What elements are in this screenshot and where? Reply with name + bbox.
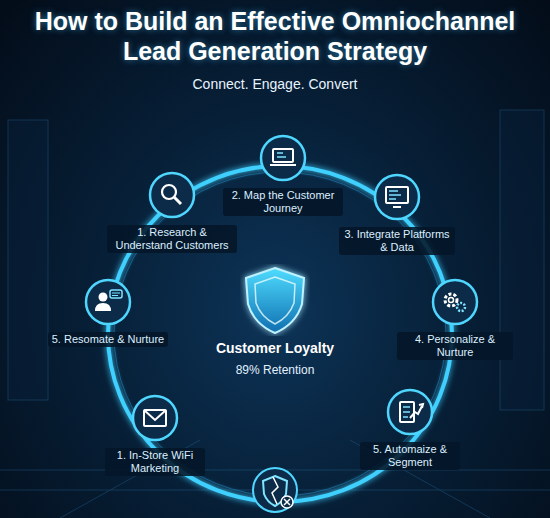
step-node: 4. Personalize & Nurture — [397, 278, 513, 360]
center-title: Customer Loyalty — [190, 340, 360, 357]
shield-icon — [240, 264, 310, 336]
step-icon — [84, 278, 132, 326]
step-label: 1. Research & Understand Customers — [107, 225, 237, 253]
step-node: 1. Research & Understand Customers — [107, 171, 237, 253]
diagram-title: How to Build an Effective Omniochannel L… — [5, 6, 545, 66]
step-icon — [259, 134, 307, 182]
subtitle: Connect. Engage. Convert — [0, 76, 550, 92]
center-stat: 89% Retention — [190, 363, 360, 378]
step-label: 4. Personalize & Nurture — [397, 332, 513, 360]
step-label: 5. Resomate & Nurture — [48, 332, 169, 347]
step-icon — [386, 388, 434, 436]
step-node: 3. Integrate Platforms & Data — [339, 173, 455, 255]
step-node: 2. Map the Customer Journey — [223, 134, 343, 216]
step-icon — [373, 173, 421, 221]
step-icon — [148, 171, 196, 219]
step-icon — [431, 278, 479, 326]
step-icon — [131, 394, 179, 442]
step-node: 5. Automaize & Segment — [360, 388, 460, 470]
step-node: 1. In-Store WiFi Marketing — [105, 394, 205, 476]
center-node: Customer Loyalty 89% Retention — [190, 264, 360, 378]
step-node: 5. Resomate & Nurture — [46, 278, 170, 347]
step-label: 2. Map the Customer Journey — [223, 188, 343, 216]
step-label: 3. Integrate Platforms & Data — [339, 227, 455, 255]
step-label: 5. Automaize & Segment — [360, 442, 460, 470]
step-label: 1. In-Store WiFi Marketing — [105, 448, 205, 476]
